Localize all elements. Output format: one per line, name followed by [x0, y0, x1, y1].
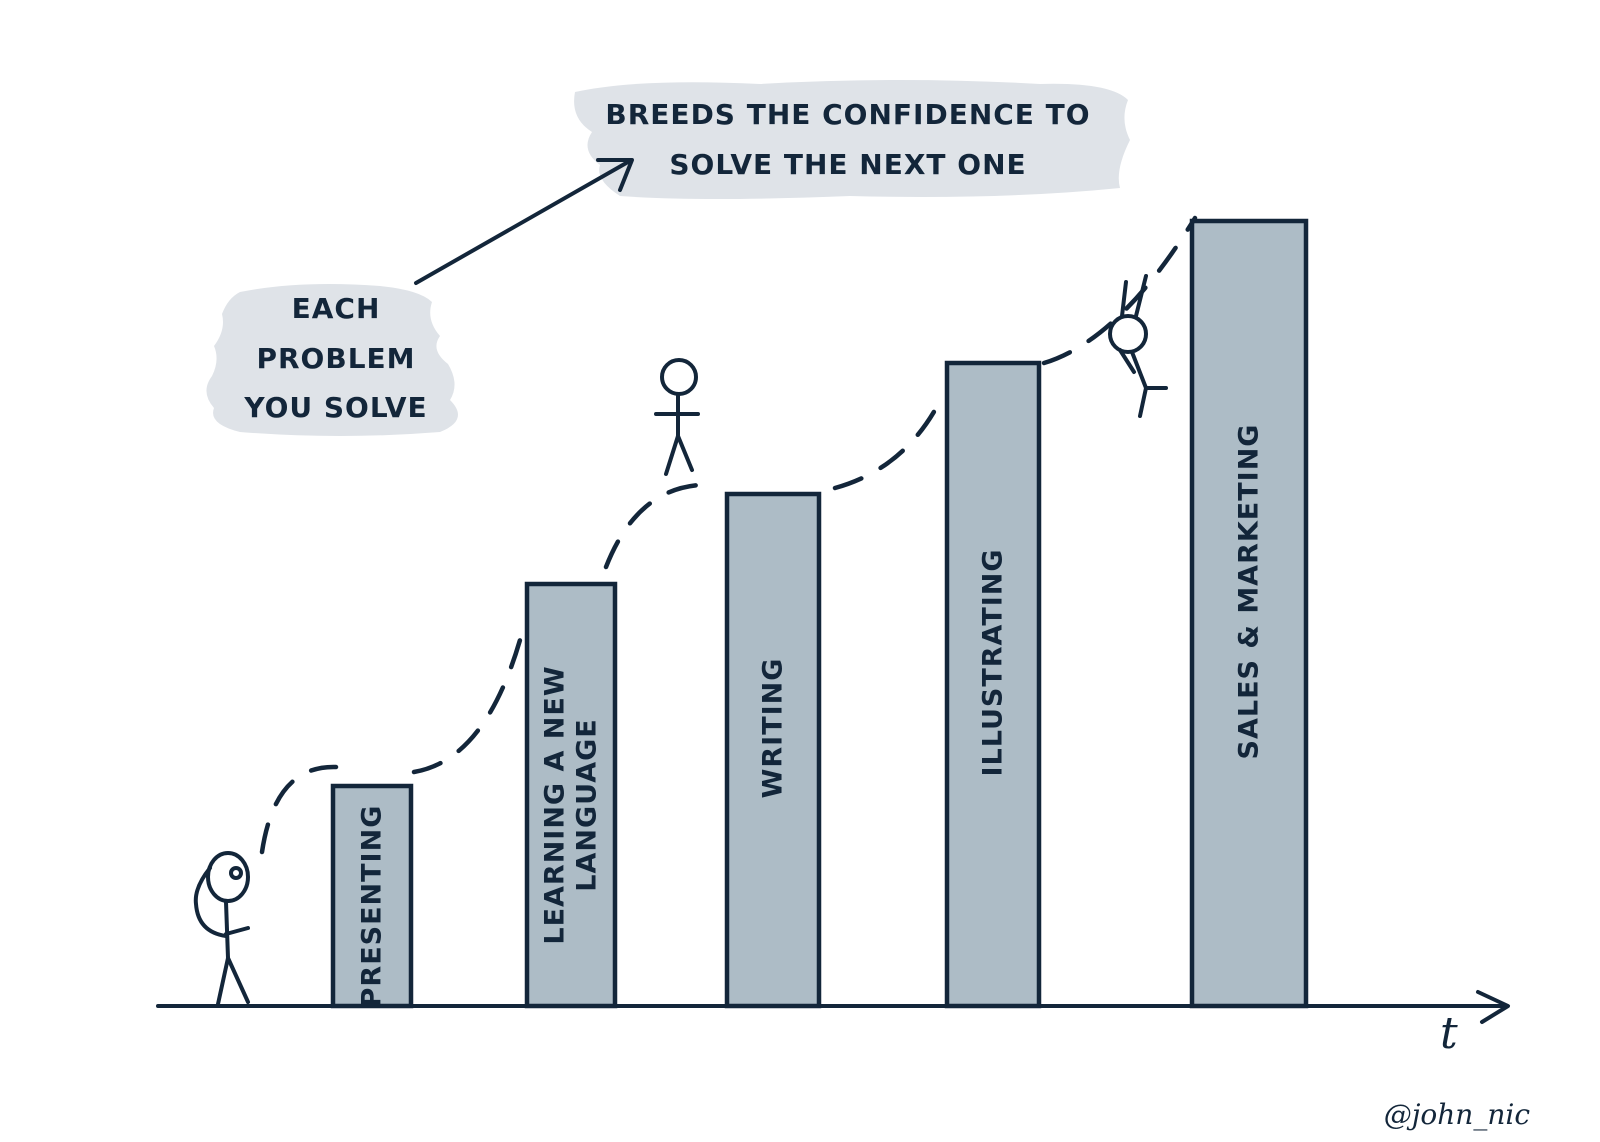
progress-dashed-path [259, 215, 1198, 855]
left-note-line-1: EACH [292, 292, 381, 325]
stick-figure-walking-icon [654, 358, 700, 476]
skill-bar-3-label: WRITING [758, 658, 789, 799]
skill-bar-2-label: LEARNING A NEW [540, 665, 571, 944]
skill-bar-1 [330, 783, 414, 1009]
top-note-line-2: SOLVE THE NEXT ONE [669, 148, 1026, 181]
left-note-highlight [206, 284, 458, 436]
axis-label: t [1440, 1008, 1458, 1059]
skill-bar-2-label: LANGUAGE [572, 718, 603, 891]
skill-bar-4 [944, 360, 1042, 1009]
skill-bar-5-label: SALES & MARKETING [1234, 424, 1265, 760]
left-note-line-2: PROBLEM [256, 342, 415, 375]
skill-bar-2 [524, 581, 618, 1009]
top-note-highlight [574, 80, 1130, 199]
left-note-line-3: YOU SOLVE [243, 391, 427, 424]
left-note: EACH PROBLEM YOU SOLVE [243, 292, 427, 424]
top-note: BREEDS THE CONFIDENCE TO SOLVE THE NEXT … [605, 98, 1090, 181]
axis-arrow-icon [1476, 990, 1510, 1024]
arrow-up-right-icon [414, 158, 634, 285]
skill-bar-3 [724, 491, 822, 1009]
skill-bar-1-label: PRESENTING [357, 805, 388, 1008]
skill-bar-4-label: ILLUSTRATING [978, 548, 1009, 776]
top-note-line-1: BREEDS THE CONFIDENCE TO [605, 98, 1090, 131]
signature: @john_nic [1384, 1098, 1531, 1131]
stick-figure-climbing-icon [1108, 274, 1168, 418]
stick-figure-thinking-icon [193, 851, 250, 1006]
time-axis: t [156, 990, 1510, 1059]
